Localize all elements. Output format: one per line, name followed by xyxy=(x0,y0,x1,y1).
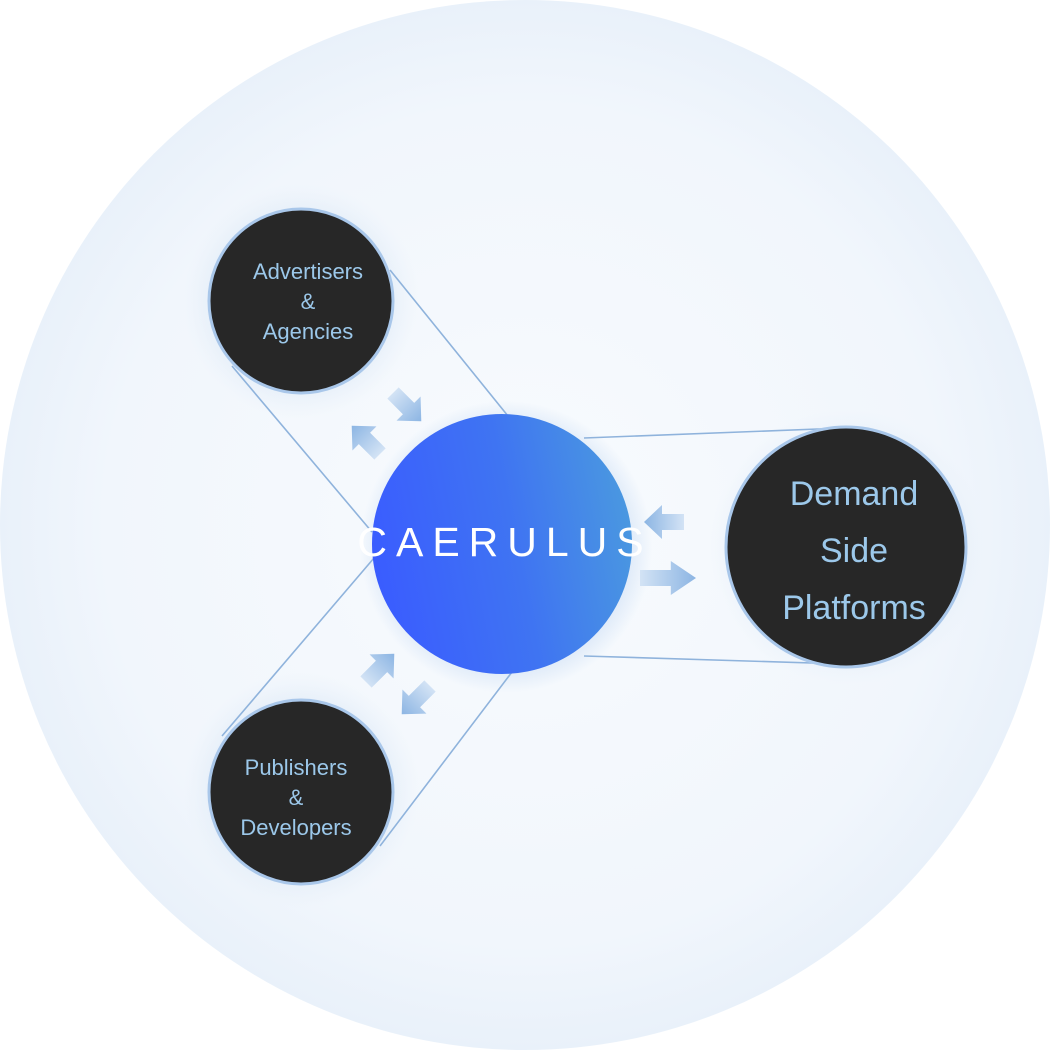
connector-dsp-top xyxy=(583,427,845,439)
dsp-node xyxy=(724,425,968,669)
connector-publishers-top xyxy=(221,557,375,737)
publishers-node xyxy=(207,698,395,886)
connector-lines xyxy=(221,269,845,847)
advertisers-node xyxy=(207,207,395,395)
hub-circle xyxy=(372,414,632,674)
connector-publishers-bottom xyxy=(379,671,513,847)
connector-advertisers-bottom xyxy=(231,365,373,533)
connector-dsp-bottom xyxy=(583,655,845,665)
connector-advertisers-top xyxy=(389,269,509,417)
